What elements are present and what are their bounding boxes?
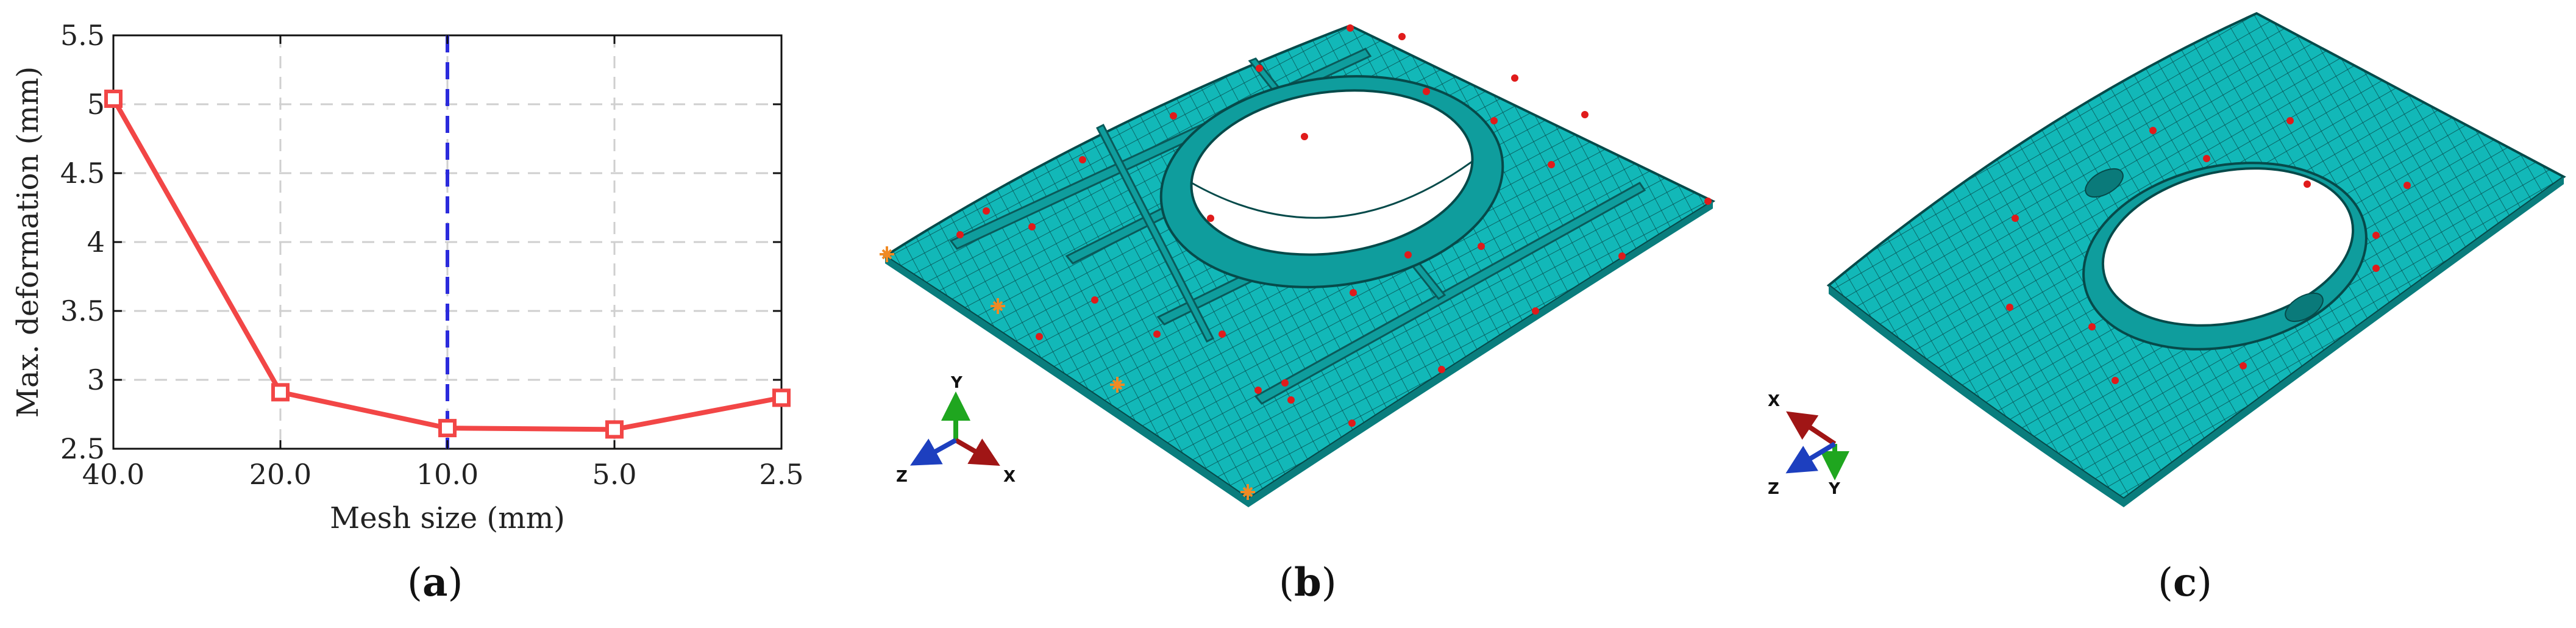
caption-b: (b) <box>1279 560 1337 605</box>
panel-c-cutout <box>2101 167 2355 327</box>
y-tick-label: 4.5 <box>60 157 105 190</box>
panel-b-boundary-conditions <box>880 246 1255 500</box>
axis-ticks <box>112 34 783 450</box>
y-tick-label: 5.5 <box>60 19 105 52</box>
panel-c-node-markers <box>2006 117 2411 384</box>
x-tick-label: 2.5 <box>759 458 803 491</box>
x-tick-label: 20.0 <box>249 458 311 491</box>
fe-model-stiffened-panel: Y X Z <box>880 24 1716 507</box>
triad-c-x-label: X <box>1768 392 1780 410</box>
data-point-marker <box>605 420 624 439</box>
data-point-marker <box>772 388 791 407</box>
x-tick-label: 40.0 <box>82 458 144 491</box>
y-tick-label: 3 <box>87 363 105 396</box>
y-axis-title: Max. deformation (mm) <box>11 66 45 418</box>
triad-b-x-label: X <box>1003 468 1016 486</box>
deformation-series-markers <box>104 89 791 439</box>
fe-model-plate-with-hole: X Z Y <box>1768 12 2566 507</box>
caption-a: (a) <box>407 560 463 605</box>
x-tick-labels: 40.0 20.0 10.0 5.0 2.5 <box>82 458 804 491</box>
panel-b-plate-edge <box>885 256 1248 507</box>
x-tick-label: 10.0 <box>416 458 479 491</box>
panel-b-node-markers <box>956 24 1712 427</box>
data-point-marker <box>438 419 457 438</box>
triad-b-y-label: Y <box>950 374 963 392</box>
triad-b-z-label: Z <box>896 468 908 486</box>
x-tick-label: 5.0 <box>592 458 636 491</box>
y-tick-label: 2.5 <box>60 432 105 465</box>
panel-b-cutout <box>1190 89 1474 256</box>
y-tick-labels: 2.5 3 3.5 4 4.5 5 5.5 <box>60 19 105 465</box>
triad-c-y-label: Y <box>1828 480 1841 498</box>
mesh-convergence-chart: 40.0 20.0 10.0 5.0 2.5 2.5 3 3.5 4 4.5 5 5.5 Mesh … <box>11 19 804 535</box>
x-axis-title: Mesh size (mm) <box>330 501 565 535</box>
y-tick-label: 4 <box>87 226 105 259</box>
y-tick-label: 5 <box>87 88 105 121</box>
axis-triad-c: X Z Y <box>1768 392 1849 498</box>
data-point-marker <box>271 383 290 402</box>
axis-triad-b: Y X Z <box>896 374 1016 486</box>
y-tick-label: 3.5 <box>60 294 105 327</box>
triad-c-z-label: Z <box>1768 480 1779 498</box>
caption-c: (c) <box>2158 560 2212 605</box>
data-point-marker <box>104 89 123 108</box>
